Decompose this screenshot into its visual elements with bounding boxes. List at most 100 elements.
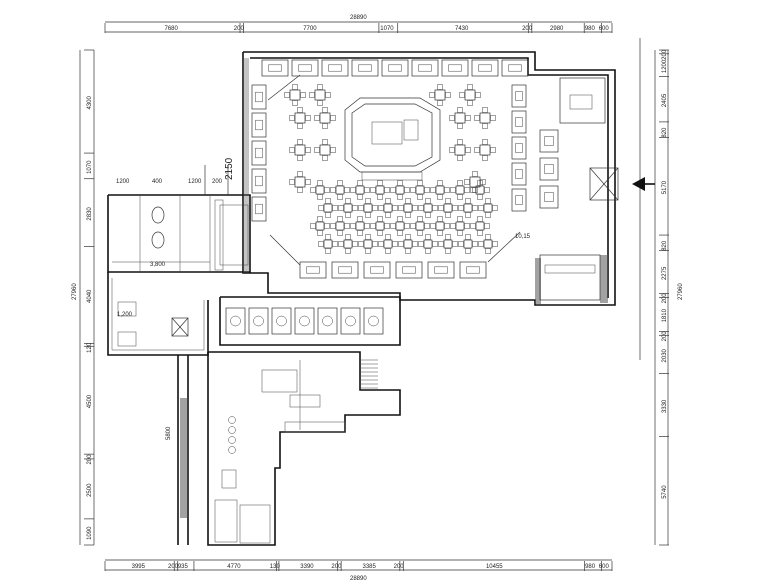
booth: [511, 188, 527, 212]
chair: [364, 187, 370, 193]
chair: [324, 187, 330, 193]
restroom-depth-label: 3,800: [150, 262, 166, 268]
chair: [477, 194, 483, 200]
chair: [305, 179, 311, 185]
dining-table: [289, 89, 301, 101]
stair-level-label: 2150: [224, 157, 235, 180]
chair: [378, 241, 384, 247]
chair: [325, 92, 331, 98]
chair: [445, 234, 451, 240]
booth: [299, 261, 327, 279]
chair: [284, 92, 290, 98]
booth: [291, 59, 319, 77]
chair: [485, 248, 491, 254]
chair: [332, 205, 338, 211]
booth-table: [544, 136, 554, 146]
booth: [539, 129, 559, 153]
booth-table: [448, 64, 462, 72]
chair: [484, 223, 490, 229]
chair: [357, 180, 363, 186]
booth: [251, 168, 267, 194]
dining-table: [415, 185, 425, 195]
chair: [417, 194, 423, 200]
chair: [390, 223, 396, 229]
chair: [317, 84, 323, 90]
chair: [358, 205, 364, 211]
booth-table: [255, 91, 263, 103]
chair: [444, 223, 450, 229]
chair: [330, 187, 336, 193]
dining-table: [363, 239, 373, 249]
booth-seating: [251, 59, 559, 279]
chair: [297, 107, 303, 113]
left-dimension-segment-label: 120: [87, 342, 93, 353]
right-dimension-segment-label: 200: [662, 49, 668, 60]
chair: [325, 212, 331, 218]
chair: [417, 180, 423, 186]
dining-table: [435, 221, 445, 231]
chair: [310, 223, 316, 229]
chair: [317, 194, 323, 200]
chair: [410, 187, 416, 193]
chair: [412, 205, 418, 211]
booth-table: [515, 195, 523, 205]
top-dimension-segment-label: 2980: [550, 26, 564, 32]
chair: [424, 223, 430, 229]
chair: [445, 248, 451, 254]
dining-table: [479, 112, 491, 124]
chair: [385, 198, 391, 204]
chair: [482, 107, 488, 113]
chair: [467, 84, 473, 90]
chair: [457, 107, 463, 113]
chair: [465, 115, 471, 121]
chair: [485, 198, 491, 204]
booth: [251, 196, 267, 222]
booth: [511, 110, 527, 134]
chair: [357, 230, 363, 236]
dining-table: [294, 112, 306, 124]
restroom-width-3: 1200: [188, 179, 202, 185]
chair: [317, 180, 323, 186]
booth: [251, 84, 267, 110]
right-dimension-segment-label: 2405: [662, 93, 668, 107]
chair: [392, 241, 398, 247]
entry-label: 10,15: [515, 234, 531, 240]
chair: [490, 147, 496, 153]
booth-table: [402, 266, 416, 274]
dining-table: [355, 221, 365, 231]
top-dimension-segment-label: 1070: [380, 26, 394, 32]
dining-table: [423, 203, 433, 213]
dining-table: [355, 185, 365, 195]
dining-table: [335, 221, 345, 231]
chair: [484, 187, 490, 193]
booth: [539, 185, 559, 209]
chair: [430, 223, 436, 229]
chair: [432, 241, 438, 247]
chair: [317, 100, 323, 106]
booth-table: [358, 64, 372, 72]
entrance-arrow-icon: [632, 177, 645, 191]
chair: [332, 241, 338, 247]
dining-table: [443, 239, 453, 249]
chair: [325, 248, 331, 254]
dining-table: [383, 239, 393, 249]
chair: [372, 205, 378, 211]
booth-table: [544, 164, 554, 174]
central-feature: [344, 97, 441, 181]
chair: [305, 147, 311, 153]
chair: [424, 187, 430, 193]
entrance-area: [539, 77, 655, 301]
chair: [482, 155, 488, 161]
left-total-dimension: 27960: [72, 283, 78, 300]
dining-table: [434, 89, 446, 101]
dining-table: [463, 203, 473, 213]
private-dining-rooms: [225, 307, 384, 335]
chair: [330, 147, 336, 153]
chair: [437, 230, 443, 236]
chair: [365, 198, 371, 204]
round-table: [345, 315, 356, 327]
round-table: [230, 315, 241, 327]
top-dimension-segment-label: 7680: [165, 26, 179, 32]
chair: [390, 187, 396, 193]
